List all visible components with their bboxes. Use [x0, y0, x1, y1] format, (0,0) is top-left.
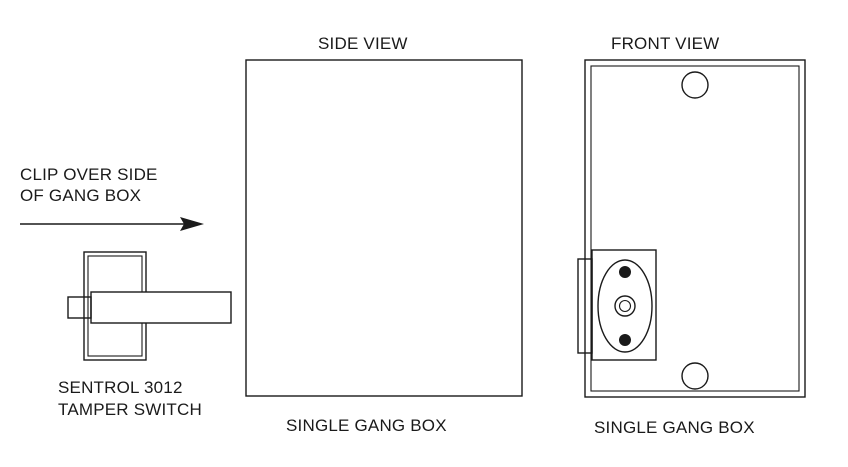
- installed-switch-plate: [591, 249, 657, 361]
- clip-direction-arrow: [20, 217, 204, 231]
- plunger-ring-outer: [614, 295, 636, 317]
- front-view-title: FRONT VIEW: [611, 34, 720, 53]
- front-box-inner: [590, 65, 800, 392]
- top-mounting-hole: [681, 71, 709, 99]
- clip-instruction-line2: OF GANG BOX: [20, 186, 142, 205]
- side-view-title: SIDE VIEW: [318, 34, 408, 53]
- switch-body: [90, 291, 232, 324]
- switch-oval-housing: [597, 259, 653, 353]
- lower-screw: [619, 334, 631, 346]
- device-name-line1: SENTROL 3012: [58, 378, 183, 397]
- bottom-mounting-hole: [681, 362, 709, 390]
- front-view-gang-box: [584, 59, 806, 398]
- clip-instruction-line1: CLIP OVER SIDE: [20, 165, 158, 184]
- device-name-line2: TAMPER SWITCH: [58, 400, 202, 419]
- upper-screw: [619, 266, 631, 278]
- front-box-caption: SINGLE GANG BOX: [594, 418, 755, 437]
- installed-tamper-switch: [577, 249, 657, 361]
- switch-plunger: [67, 296, 92, 319]
- front-box-outer: [584, 59, 806, 398]
- tamper-switch-drawing: [67, 251, 232, 361]
- side-box-caption: SINGLE GANG BOX: [286, 416, 447, 435]
- side-view-gang-box: [245, 59, 523, 397]
- plunger-ring-inner: [618, 299, 632, 313]
